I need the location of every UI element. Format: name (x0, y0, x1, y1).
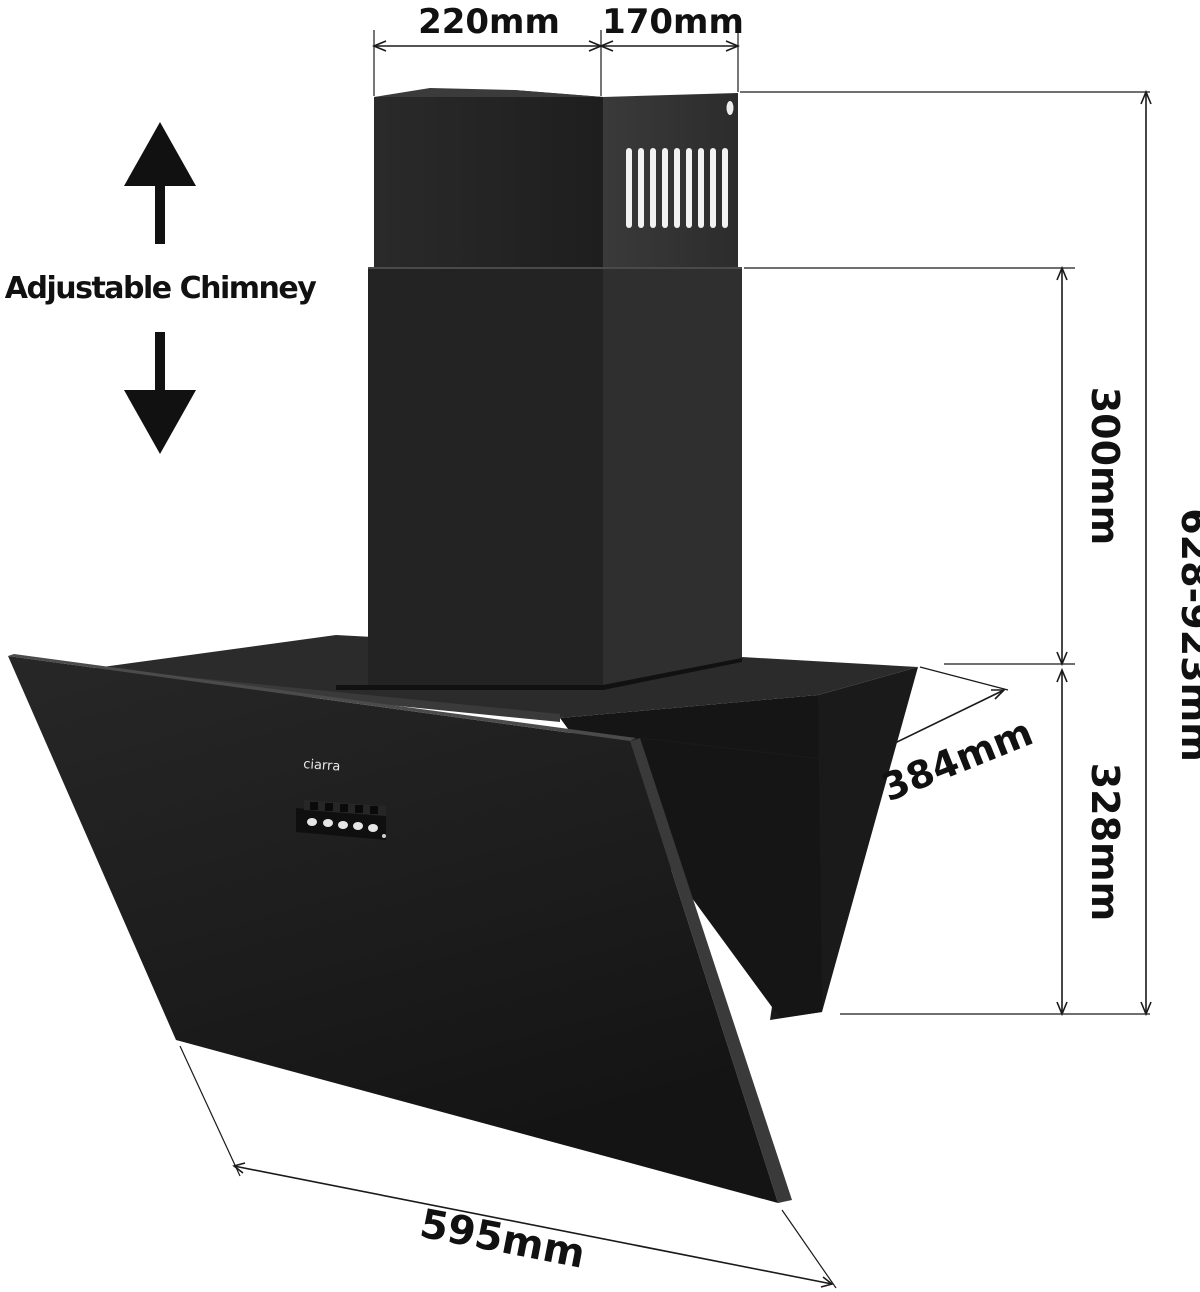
dimension-hood-height (1056, 667, 1068, 1017)
indicator-light-icon (382, 834, 386, 838)
dimension-total-height (740, 89, 1152, 1017)
chimney-lower-front (368, 268, 603, 685)
glass-panel-face (8, 656, 778, 1203)
control-panel (296, 800, 386, 840)
control-button-icon[interactable] (307, 802, 318, 826)
dimension-hood-width (179, 1045, 837, 1289)
chimney-upper-side (603, 93, 738, 268)
control-button-icon[interactable] (368, 806, 378, 832)
chimney-width-label: 220mm (418, 2, 560, 42)
vent-slots-icon (626, 148, 728, 228)
control-button-icon[interactable] (353, 805, 363, 830)
dimension-chimney-top (371, 30, 741, 96)
hood-width-label: 595mm (416, 1201, 589, 1278)
arrow-down-icon (124, 332, 196, 454)
brand-logo: ciarra (303, 757, 341, 775)
adjustable-chimney-label: Adjustable Chimney (5, 271, 317, 306)
chimney-upper-front (374, 90, 603, 268)
total-height-label: 628-923mm (1173, 508, 1200, 762)
mounting-hole-icon (726, 101, 734, 115)
dimension-hood-depth (639, 666, 1009, 765)
chimney-extension-label: 300mm (1083, 387, 1127, 546)
chimney-depth-label: 170mm (602, 2, 744, 42)
chimney (336, 88, 742, 690)
dimension-chimney-extension (744, 265, 1075, 667)
glass-panel-edge (630, 738, 792, 1203)
control-button-icon[interactable] (338, 804, 348, 829)
glass-panel-top-bevel (8, 654, 636, 741)
chimney-base (336, 658, 742, 690)
chimney-lower-side (603, 268, 742, 685)
glass-panel: ciarra (8, 654, 792, 1203)
control-button-icon[interactable] (323, 803, 333, 827)
chimney-top-rim (374, 88, 603, 97)
adjustable-chimney-arrows (124, 122, 196, 454)
arrow-up-icon (124, 122, 196, 244)
hood-height-label: 328mm (1083, 763, 1127, 922)
